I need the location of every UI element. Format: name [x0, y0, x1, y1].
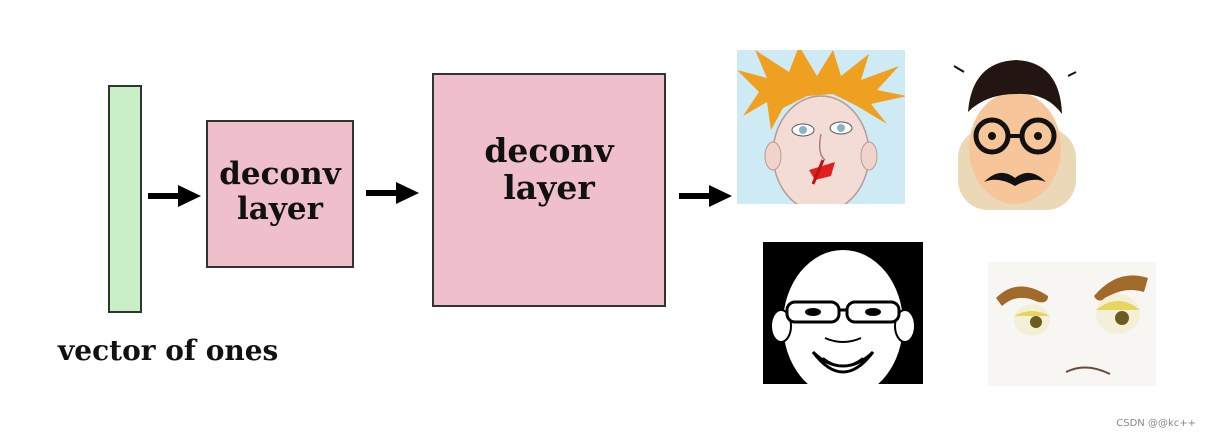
vector-of-ones-label: vector of ones — [58, 334, 279, 367]
cartoon-face-bald-glasses-image — [763, 242, 923, 384]
deconv-layer-box-2: deconv layer — [432, 73, 666, 307]
vector-of-ones-bar — [108, 85, 142, 313]
deconv-layer-1-line2: layer — [237, 191, 323, 227]
cartoon-eyes-frown-image — [988, 262, 1156, 386]
deconv-layer-box-1: deconv layer — [206, 120, 354, 268]
arrow-right-icon — [679, 185, 732, 207]
arrow-right-icon — [148, 185, 201, 207]
arrow-right-icon — [366, 182, 419, 204]
deconv-layer-2-line2: layer — [503, 168, 595, 207]
watermark-text: CSDN @@kc++ — [1116, 418, 1196, 429]
cartoon-face-orange-hair-image — [737, 50, 905, 204]
deconv-layer-2-line1: deconv — [484, 131, 614, 171]
cartoon-face-glasses-mustache-image — [950, 52, 1080, 210]
deconv-layer-1-line1: deconv — [219, 156, 341, 193]
